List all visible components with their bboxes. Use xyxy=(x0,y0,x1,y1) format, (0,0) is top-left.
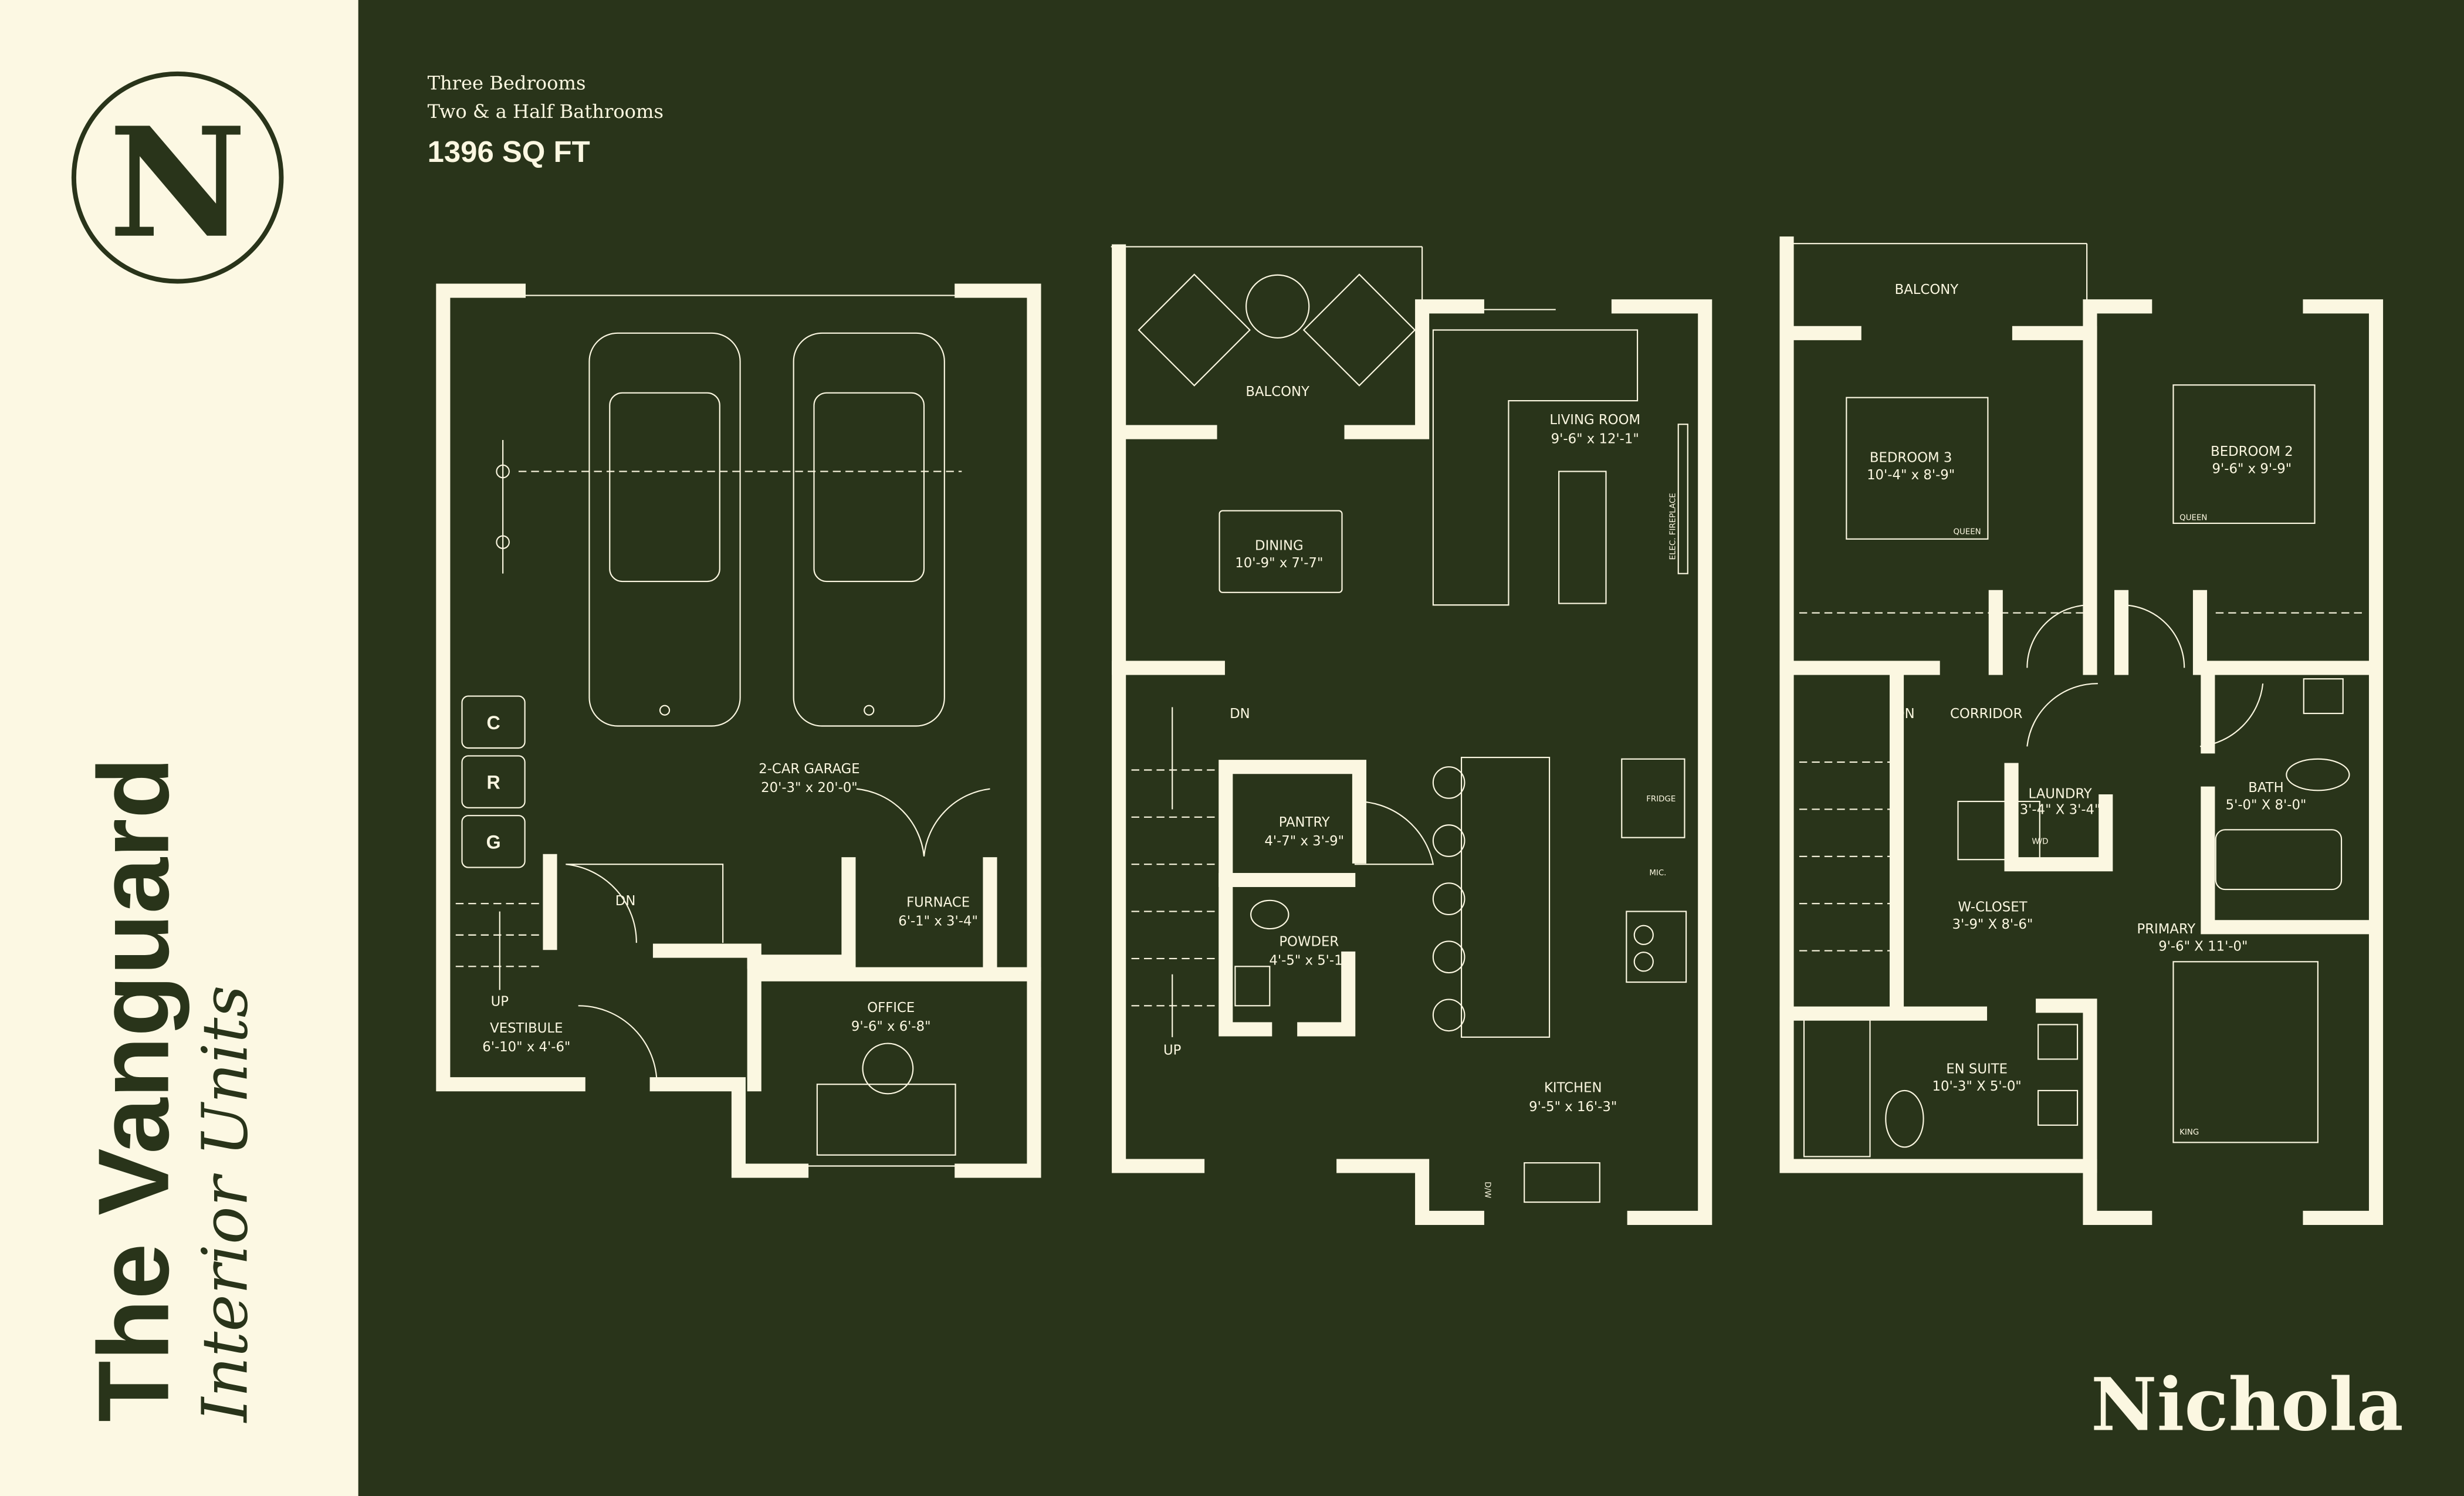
bed-primary-size-label: KING xyxy=(2179,1128,2199,1137)
powder-size: 4'-5" x 5'-1" xyxy=(1269,953,1349,969)
shower xyxy=(1803,1017,1871,1157)
bedroom2-size: 9'-6" x 9'-9" xyxy=(2212,461,2292,476)
stairs-2 xyxy=(1131,707,1218,1037)
recycling-bin: R xyxy=(486,772,500,793)
ensuite-size: 10'-3" X 5'-0" xyxy=(1932,1079,2022,1094)
bike-icon xyxy=(496,440,510,574)
plan-title: The Vanguard xyxy=(78,757,190,1422)
side-table xyxy=(1245,274,1310,339)
powder-sink xyxy=(1234,966,1271,1007)
dining-table xyxy=(1219,510,1343,593)
floor-1-plan: C R G 2-CAR GARAGE 20'-3" x 20'-0" FURNA… xyxy=(436,283,1041,1178)
toilet xyxy=(1250,899,1289,930)
brand-wordmark: Nichola xyxy=(2091,1363,2404,1448)
side-panel: N The Vanguard Interior Units xyxy=(0,0,358,1496)
bath-sink xyxy=(2303,678,2344,715)
vestibule-size: 6'-10" x 4'-6" xyxy=(482,1040,570,1055)
corridor-label: CORRIDOR xyxy=(1950,706,2023,722)
microwave-label: MIC. xyxy=(1649,869,1666,878)
garbage-bin: G xyxy=(486,831,501,852)
bar-stools xyxy=(1432,766,1465,1032)
bed-2 xyxy=(2172,384,2316,524)
car-left xyxy=(588,332,741,727)
garage-label: 2-CAR GARAGE xyxy=(759,761,859,777)
bedrooms-count: Three Bedrooms xyxy=(428,72,586,94)
primary-size: 9'-6" X 11'-0" xyxy=(2158,939,2248,955)
armchair-right xyxy=(1302,273,1416,387)
fireplace xyxy=(1677,424,1688,574)
kitchen-label: KITCHEN xyxy=(1544,1081,1602,1096)
dining-size: 10'-9" x 7'-7" xyxy=(1235,556,1323,571)
kitchen-island xyxy=(1461,756,1551,1038)
bathrooms-count: Two & a Half Bathrooms xyxy=(428,100,664,123)
svg-text:N: N xyxy=(109,94,246,272)
bathtub xyxy=(2215,829,2343,891)
fireplace-label: ELEC. FIREPLACE xyxy=(1668,493,1677,560)
plan-subtitle: Interior Units xyxy=(189,986,262,1424)
powder-label: POWDER xyxy=(1279,935,1339,950)
living-label: LIVING ROOM xyxy=(1549,412,1640,428)
bath-size: 5'-0" X 8'-0" xyxy=(2226,797,2307,813)
vestibule-label: VESTIBULE xyxy=(490,1021,563,1036)
laundry-label: LAUNDRY xyxy=(2029,787,2092,802)
office-label: OFFICE xyxy=(867,1000,915,1016)
stairs-dn-label: DN xyxy=(1894,706,1915,722)
kitchen-size: 9'-5" x 16'-3" xyxy=(1529,1099,1617,1115)
floor-2-plan: BALCONY LIVING ROOM 9'-6" x 12'-1" ELEC.… xyxy=(1111,244,1712,1225)
bath-toilet xyxy=(2286,758,2350,791)
bed3-size-label: QUEEN xyxy=(1953,528,1981,537)
ensuite-sink-2 xyxy=(2037,1089,2079,1126)
bath-label: BATH xyxy=(2248,780,2283,796)
bed2-size-label: QUEEN xyxy=(2179,514,2207,523)
stairs-dn-label: DN xyxy=(1230,706,1250,722)
bed-3 xyxy=(1846,397,1989,540)
fridge xyxy=(1621,758,1685,838)
pantry-size: 4'-7" x 3'-9" xyxy=(1264,834,1344,849)
ensuite-sink-1 xyxy=(2037,1024,2079,1060)
floor-3-plan: BALCONY BEDROOM 3 10'-4" x 8'-9" QUEEN B… xyxy=(1779,236,2384,1225)
furnace-size: 6'-1" x 3'-4" xyxy=(898,914,978,929)
waste-bins: C R G xyxy=(461,695,526,868)
square-footage: 1396 SQ FT xyxy=(428,135,590,168)
dining-label: DINING xyxy=(1255,539,1304,554)
stove xyxy=(1626,911,1687,983)
balcony-label: BALCONY xyxy=(1245,384,1309,400)
stairs-up-label: UP xyxy=(491,994,509,1009)
coffee-table xyxy=(1558,471,1607,604)
fridge-label: FRIDGE xyxy=(1646,795,1676,804)
sectional-sofa xyxy=(1432,329,1639,606)
bed-primary xyxy=(2172,961,2319,1143)
furnace-label: FURNACE xyxy=(906,895,970,911)
compost-bin: C xyxy=(486,712,500,733)
balcony-label: BALCONY xyxy=(1895,282,1959,297)
dishwasher-label: D/W xyxy=(1483,1182,1491,1198)
car-right xyxy=(793,332,945,727)
bedroom3-size: 10'-4" x 8'-9" xyxy=(1867,468,1955,483)
bedroom2-label: BEDROOM 2 xyxy=(2211,444,2293,459)
wd-label: W/D xyxy=(2032,837,2048,846)
stairs-1 xyxy=(455,903,543,990)
laundry-size: 3'-4" X 3'-4" xyxy=(2020,803,2101,818)
stairs-up-label: UP xyxy=(1163,1043,1181,1058)
garage-size: 20'-3" x 20'-0" xyxy=(761,780,858,796)
living-size: 9'-6" x 12'-1" xyxy=(1551,431,1639,446)
ensuite-label: EN SUITE xyxy=(1946,1061,2008,1077)
primary-label: PRIMARY BEDROOM xyxy=(2137,922,2270,937)
ensuite-toilet xyxy=(1885,1089,1924,1148)
wcloset-size: 3'-9" X 8'-6" xyxy=(1952,917,2033,932)
armchair-left xyxy=(1138,273,1251,387)
pantry-label: PANTRY xyxy=(1279,815,1330,830)
sink xyxy=(1524,1162,1600,1203)
bedroom3-label: BEDROOM 3 xyxy=(1870,451,1952,466)
monogram-logo: N xyxy=(71,71,284,284)
washer-dryer xyxy=(1957,801,2040,861)
stairs-dn-label: DN xyxy=(615,893,636,909)
wcloset-label: W-CLOSET xyxy=(1958,900,2027,915)
office-size: 9'-6" x 6'-8" xyxy=(851,1019,931,1034)
stairs-3 xyxy=(1799,761,1894,952)
